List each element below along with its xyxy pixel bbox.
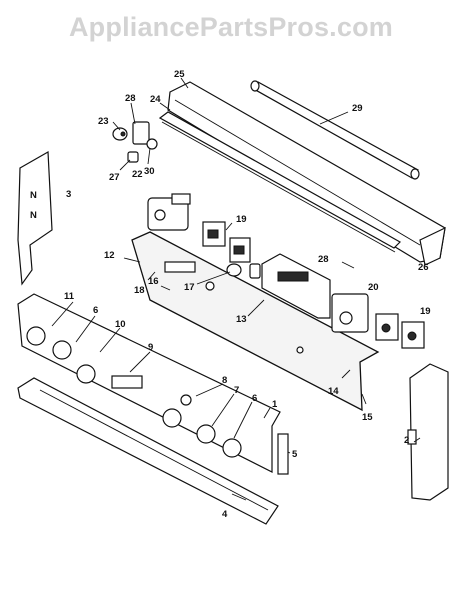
svg-text:N: N	[30, 190, 37, 201]
callout-2: 2	[404, 435, 409, 446]
callout-6-left: 6	[93, 305, 98, 316]
part-switches-upper[interactable]	[202, 221, 251, 263]
part-infinite-switch[interactable]	[331, 293, 369, 333]
callout-8: 8	[222, 375, 227, 386]
callout-1: 1	[272, 399, 278, 410]
part-vent-trim[interactable]	[167, 81, 446, 266]
callout-30: 30	[144, 166, 155, 177]
callout-27: 27	[109, 172, 120, 183]
callout-16: 16	[148, 276, 159, 287]
part-indicator-lights[interactable]	[226, 263, 261, 279]
callout-20: 20	[368, 282, 379, 293]
svg-text:N: N	[30, 210, 37, 221]
part-switches-lower[interactable]	[375, 313, 425, 349]
part-knobs[interactable]	[26, 326, 242, 458]
callout-14: 14	[328, 386, 339, 397]
callout-26: 26	[418, 262, 429, 273]
part-left-endcap[interactable]: N N	[17, 150, 53, 286]
callout-17: 17	[184, 282, 195, 293]
callout-19-lower: 19	[420, 306, 431, 317]
callout-9: 9	[148, 342, 153, 353]
part-lamp-socket[interactable]	[112, 121, 158, 163]
part-rail[interactable]	[158, 111, 401, 253]
callout-3: 3	[66, 189, 71, 200]
part-timer[interactable]	[147, 193, 191, 231]
callout-24: 24	[150, 94, 161, 105]
part-front-panel[interactable]	[17, 293, 281, 473]
callout-22: 22	[132, 169, 143, 180]
callout-5: 5	[292, 449, 298, 460]
callout-28-mid: 28	[318, 254, 329, 265]
callout-4: 4	[222, 509, 228, 520]
callout-12: 12	[104, 250, 115, 261]
part-right-endcap[interactable]	[407, 363, 449, 501]
callout-19-upper: 19	[236, 214, 247, 225]
callout-7: 7	[234, 385, 239, 396]
watermark: AppliancePartsPros.com	[68, 12, 393, 42]
part-display[interactable]	[261, 253, 331, 319]
callout-labels: 25 24 28 23 30 27 29 22 3 19 12 18 16 17…	[64, 69, 431, 520]
part-tube[interactable]	[250, 80, 420, 180]
callout-23: 23	[98, 116, 109, 127]
leader-lines	[51, 77, 421, 501]
part-bottom-trim[interactable]	[17, 377, 279, 525]
callout-29: 29	[352, 103, 363, 114]
callout-6-right: 6	[252, 393, 257, 404]
callout-18: 18	[134, 285, 145, 296]
callout-15: 15	[362, 412, 373, 423]
callout-11: 11	[64, 291, 75, 302]
part-bracket[interactable]	[277, 433, 289, 475]
callout-28-top: 28	[125, 93, 136, 104]
part-control-frame[interactable]	[131, 231, 380, 412]
callout-10: 10	[115, 319, 126, 330]
callout-25: 25	[174, 69, 185, 80]
callout-13: 13	[236, 314, 247, 325]
